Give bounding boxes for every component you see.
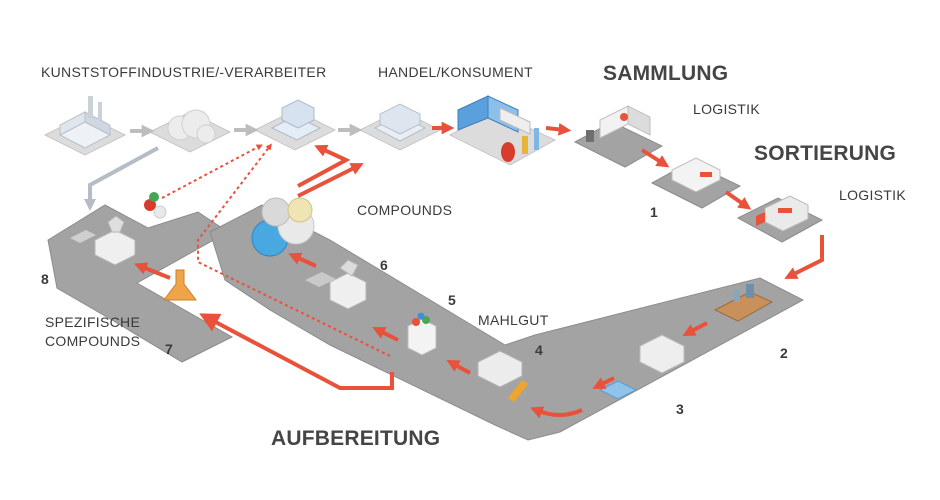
label-sammlung: SAMMLUNG (603, 62, 729, 85)
step-number-7: 7 (165, 341, 174, 357)
sorting-belt-icon (713, 284, 774, 322)
step-number-2: 2 (780, 345, 789, 361)
collection-truck-icon (586, 105, 651, 142)
compound-machine-icon (70, 192, 167, 266)
label-sortierung: SORTIERUNG (754, 142, 897, 165)
label-aufbereitung: AUFBEREITUNG (271, 427, 441, 450)
pellet-pile-icon (167, 109, 216, 144)
label-compounds: COMPOUNDS (357, 202, 453, 218)
step-number-3: 3 (676, 401, 685, 417)
label-logistik-1: LOGISTIK (693, 101, 760, 117)
factory-icon (58, 96, 112, 149)
label-mahlgut: MAHLGUT (478, 312, 549, 328)
packaging-building-icon (373, 103, 427, 142)
step-number-8: 8 (41, 271, 50, 287)
label-kunststoffindustrie: KUNSTSTOFFINDUSTRIE/-VERARBEITER (41, 64, 327, 80)
shop-icon (457, 95, 539, 162)
label-spezifische: SPEZIFISCHE (45, 314, 141, 330)
logistics-truck-icon (756, 195, 809, 232)
red-flow-arrows (134, 121, 824, 419)
bigbag-icon (407, 312, 437, 356)
return-arrow-to-8 (84, 146, 159, 211)
label-logistik-2: LOGISTIK (839, 187, 906, 203)
compound-pellet-piles (251, 197, 315, 257)
aufbereitung-path (47, 204, 805, 441)
production-building-icon (270, 99, 322, 141)
lab-flask-icon (163, 269, 197, 301)
label-spezifische-compounds: COMPOUNDS (45, 333, 141, 349)
extruder-icon (305, 259, 367, 310)
top-row-grey-arrows (130, 123, 363, 138)
dotted-return-arrows (161, 143, 391, 357)
step-number-5: 5 (448, 292, 457, 308)
step-number-4: 4 (535, 342, 544, 358)
washing-machine-icon (598, 334, 685, 400)
shredder-icon (477, 350, 528, 402)
sorting-plant-icon (671, 157, 721, 193)
step-number-6: 6 (380, 257, 389, 273)
label-handel-konsument: HANDEL/KONSUMENT (378, 64, 533, 80)
step-number-1: 1 (650, 204, 659, 220)
